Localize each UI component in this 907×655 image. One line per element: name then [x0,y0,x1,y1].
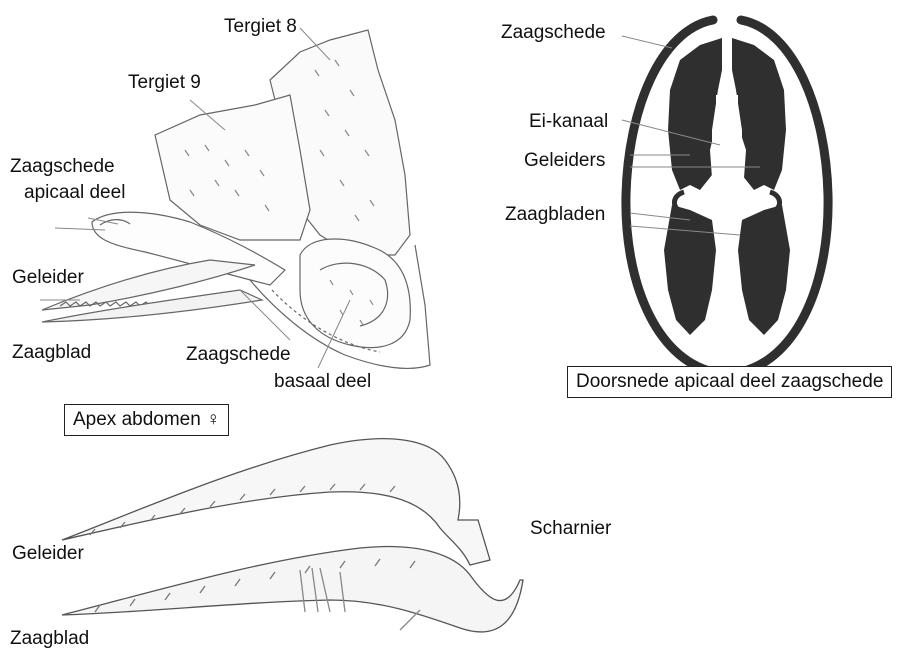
label-tergiet-8: Tergiet 8 [224,16,297,38]
label-geleiders: Geleiders [524,150,605,172]
label-zaagschede-basaal-line1: Zaagschede [186,344,291,366]
label-ei-kanaal: Ei-kanaal [529,111,608,133]
label-zaagblad-left: Zaagblad [12,342,91,364]
label-zaagblad-bottom: Zaagblad [10,628,89,650]
label-zaagschede-apicaal-line1: Zaagschede [10,156,115,178]
bottom-drawing [62,439,523,632]
label-scharnier: Scharnier [530,518,611,540]
caption-doorsnede: Doorsnede apicaal deel zaagschede [567,366,892,398]
bottom-guide [62,439,490,565]
label-tergiet-9: Tergiet 9 [128,72,201,94]
caption-apex-abdomen: Apex abdomen ♀ [64,404,229,436]
left-sawblade [664,205,716,335]
label-zaagschede-right: Zaagschede [501,22,606,44]
label-geleider-bottom: Geleider [12,543,84,565]
label-geleider-left: Geleider [12,267,84,289]
label-zaagschede-apicaal-line2: apicaal deel [24,182,125,204]
cross-section-drawing [626,20,828,372]
bottom-blade [62,547,523,632]
label-zaagbladen: Zaagbladen [505,204,605,226]
label-zaagschede-basaal-line2: basaal deel [274,371,371,393]
right-sawblade [738,205,790,335]
